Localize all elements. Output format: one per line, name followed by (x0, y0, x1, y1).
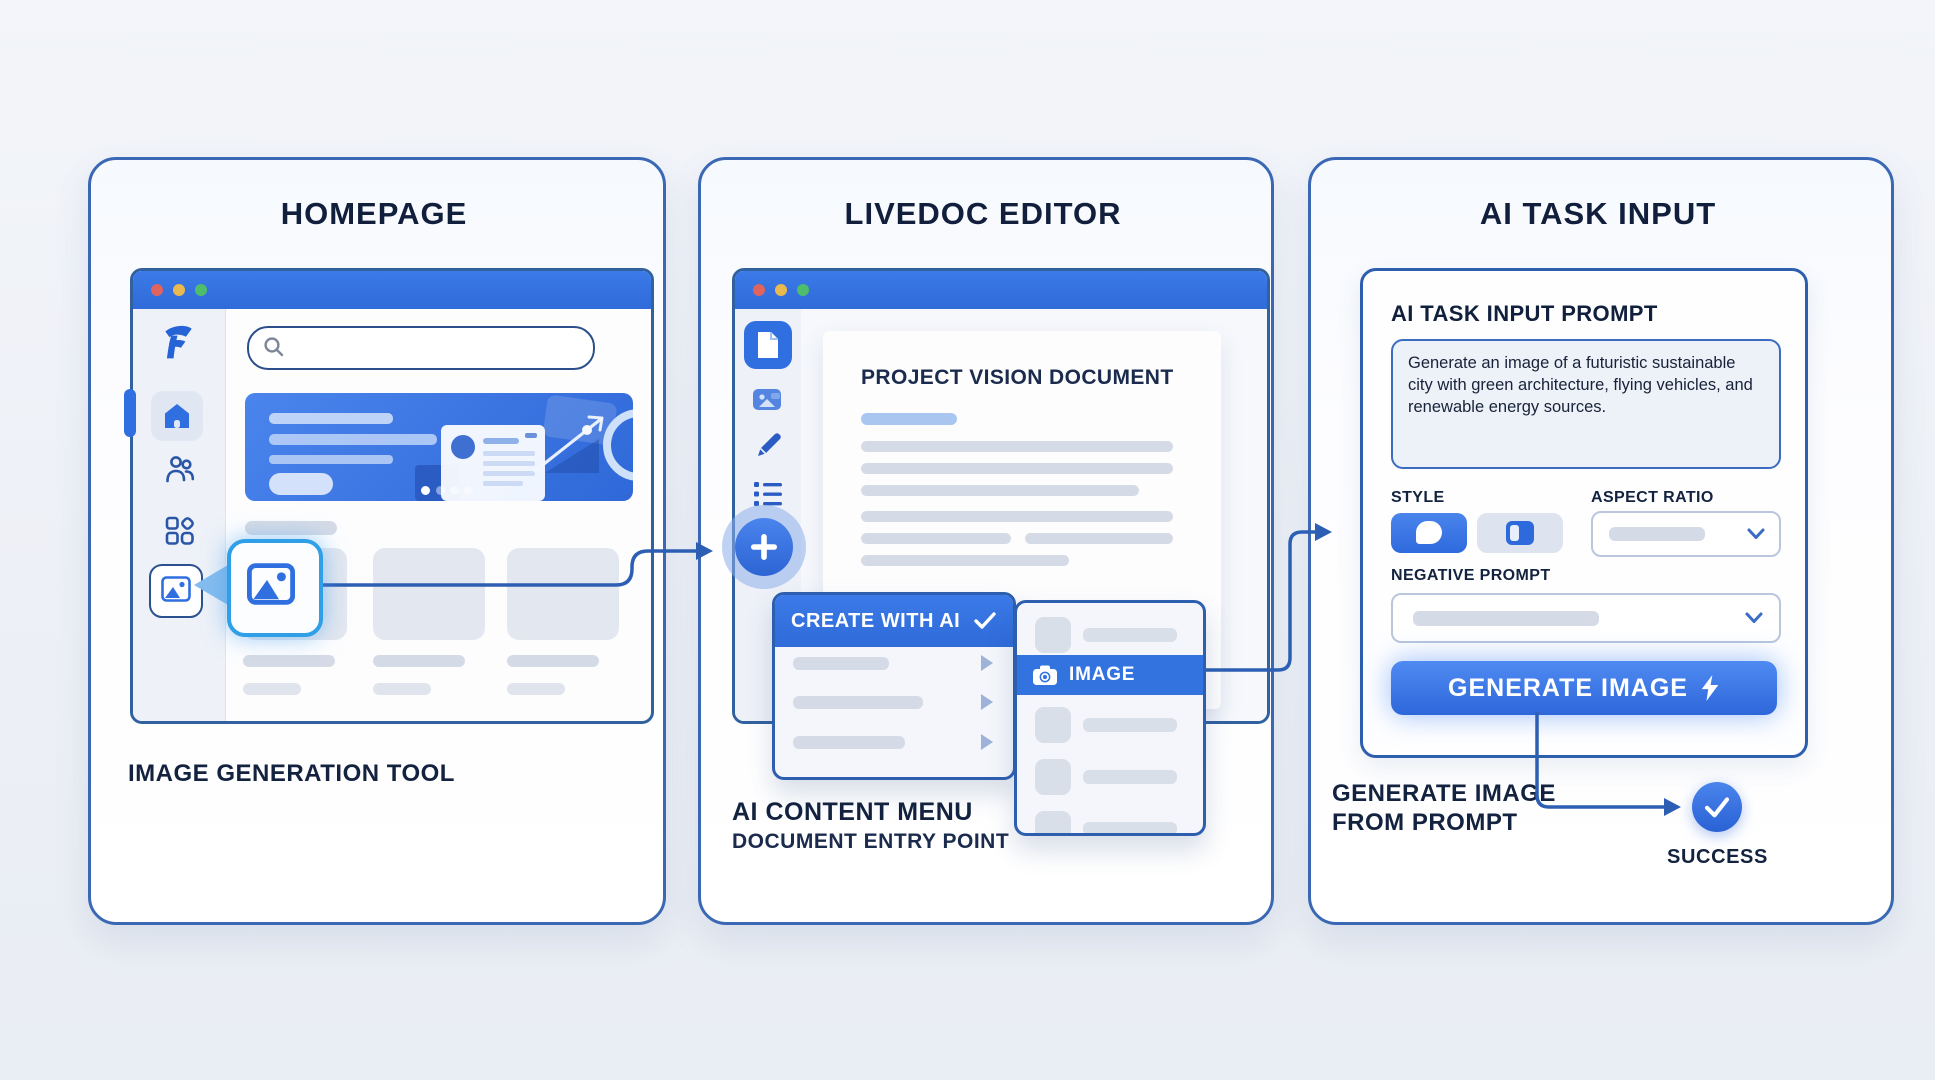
layout-split-icon (1506, 521, 1534, 545)
panel-livedoc-caption-2: DOCUMENT ENTRY POINT (732, 830, 1010, 853)
aspect-ratio-dropdown[interactable] (1591, 511, 1781, 557)
success-check-icon (1704, 797, 1730, 818)
create-with-ai-label: CREATE WITH AI (791, 609, 961, 632)
close-traffic-light[interactable] (753, 284, 765, 296)
image-item-label: IMAGE (1069, 664, 1136, 685)
carousel-dot[interactable] (436, 486, 445, 495)
generate-image-label: GENERATE IMAGE (1448, 673, 1688, 702)
pencil-icon (758, 433, 781, 456)
panel-homepage-title: HOMEPAGE (280, 196, 468, 231)
hero-text-bar (269, 434, 437, 445)
homepage-sidebar (133, 309, 226, 721)
chevron-down-icon (1745, 612, 1763, 623)
caption-from-prompt: FROM PROMPT (1332, 808, 1518, 836)
home-icon (165, 404, 189, 428)
panel-livedoc-caption-1: AI CONTENT MENU (732, 798, 973, 826)
submenu-item-placeholder[interactable] (1035, 811, 1071, 833)
submenu-item-placeholder[interactable] (1035, 759, 1071, 795)
panel-homepage-caption: IMAGE GENERATION TOOL (128, 760, 455, 787)
content-card[interactable] (507, 548, 619, 640)
section-label-placeholder (245, 521, 337, 535)
ai-task-card-title: AI TASK INPUT PROMPT (1391, 301, 1658, 326)
submenu-item-placeholder[interactable] (1035, 617, 1071, 653)
search-input[interactable] (247, 326, 595, 370)
success-badge (1692, 782, 1742, 832)
success-label: SUCCESS (1667, 846, 1768, 868)
negative-prompt-dropdown[interactable] (1391, 593, 1781, 643)
camera-icon (1033, 665, 1057, 685)
carousel-dot-active[interactable] (421, 486, 430, 495)
carousel-dot[interactable] (464, 486, 473, 495)
add-content-button[interactable] (735, 518, 793, 576)
maximize-traffic-light[interactable] (195, 284, 207, 296)
caption-generate-image: GENERATE IMAGE (1332, 780, 1556, 807)
submenu-arrow-icon (981, 655, 993, 671)
check-icon (974, 612, 996, 629)
menu-item-placeholder[interactable] (793, 696, 923, 709)
search-icon (264, 337, 284, 357)
menu-item-placeholder[interactable] (793, 657, 889, 670)
image-tool-callout[interactable] (227, 539, 323, 637)
sidebar-item-apps[interactable] (164, 515, 196, 547)
menu-item-create-with-ai[interactable]: CREATE WITH AI (775, 595, 1013, 647)
hero-chart-arrow (533, 415, 604, 473)
hero-text-bar (269, 455, 393, 464)
style-blob-icon (1416, 521, 1442, 544)
document-title: PROJECT VISION DOCUMENT (861, 366, 1174, 389)
submenu-arrow-icon (981, 734, 993, 750)
hero-banner[interactable] (245, 393, 633, 501)
aspect-ratio-label: ASPECT RATIO (1591, 489, 1714, 506)
minimize-traffic-light[interactable] (173, 284, 185, 296)
chevron-down-icon (1747, 528, 1765, 539)
document-icon (758, 332, 778, 358)
minimize-traffic-light[interactable] (775, 284, 787, 296)
photo-icon (753, 389, 781, 410)
panel-livedoc-title: LIVEDOC EDITOR (844, 196, 1122, 231)
sidebar-item-people[interactable] (164, 453, 196, 489)
prompt-textarea[interactable]: Generate an image of a futuristic sustai… (1391, 339, 1781, 469)
style-label: STYLE (1391, 489, 1445, 506)
panel-ai-task-caption: GENERATE IMAGE FROM PROMPT (1332, 780, 1556, 838)
app-logo[interactable] (160, 323, 196, 361)
tool-pencil-button[interactable] (753, 429, 783, 459)
ai-content-submenu: IMAGE (1014, 600, 1206, 836)
style-option-2-button[interactable] (1477, 513, 1563, 553)
hero-cta-pill[interactable] (269, 473, 333, 495)
plus-icon (751, 534, 777, 560)
image-icon (247, 563, 295, 605)
maximize-traffic-light[interactable] (797, 284, 809, 296)
tool-list-button[interactable] (752, 479, 784, 509)
menu-item-placeholder[interactable] (793, 736, 905, 749)
lightning-icon (1701, 675, 1719, 701)
apps-grid-icon (165, 516, 194, 545)
image-icon (161, 576, 191, 602)
tool-photo-button[interactable] (751, 385, 785, 413)
homepage-window (130, 268, 654, 724)
negative-prompt-label: NEGATIVE PROMPT (1391, 567, 1551, 584)
submenu-arrow-icon (981, 694, 993, 710)
sidebar-item-home[interactable] (151, 391, 203, 441)
style-option-1-button[interactable] (1391, 513, 1467, 553)
hero-text-bar (269, 413, 393, 424)
submenu-item-placeholder[interactable] (1035, 707, 1071, 743)
list-icon (754, 482, 782, 506)
create-with-ai-menu: CREATE WITH AI (772, 592, 1016, 780)
carousel-dot[interactable] (450, 486, 459, 495)
close-traffic-light[interactable] (151, 284, 163, 296)
sidebar-active-indicator (124, 389, 136, 437)
panel-ai-task-title: AI TASK INPUT (1479, 196, 1717, 231)
hero-art-card (441, 425, 545, 501)
sidebar-item-image-tool[interactable] (149, 564, 203, 618)
homepage-titlebar (133, 271, 651, 309)
submenu-item-image[interactable]: IMAGE (1017, 655, 1203, 695)
tool-document-button[interactable] (744, 321, 792, 369)
ai-task-card: AI TASK INPUT PROMPT Generate an image o… (1360, 268, 1808, 758)
editor-titlebar (735, 271, 1267, 309)
people-icon (166, 456, 195, 483)
generate-image-button[interactable]: GENERATE IMAGE (1391, 661, 1777, 715)
content-card[interactable] (373, 548, 485, 640)
